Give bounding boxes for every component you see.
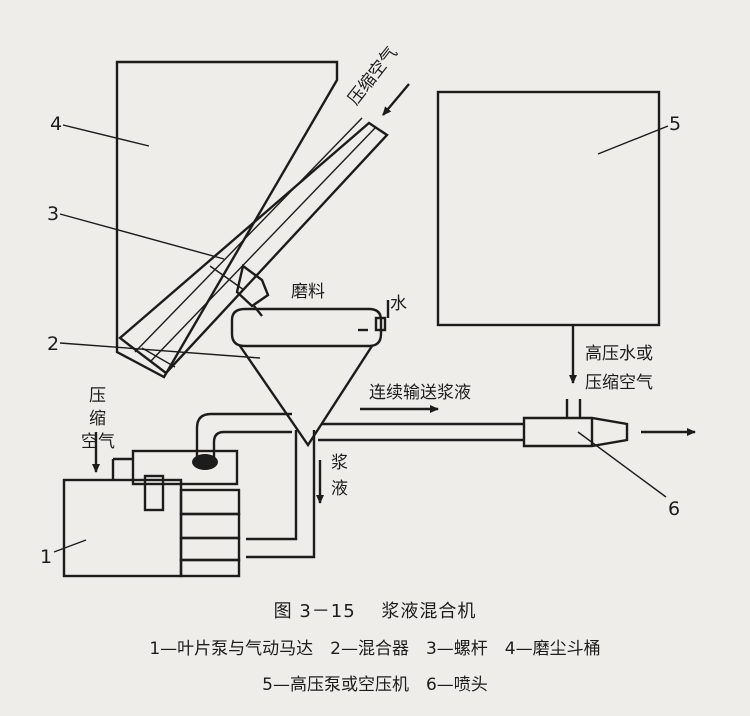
slurry-mixer-diagram: 4 3 2 5 1 6 压缩空气 磨料 水 高压水或 压缩空气 连续输送浆液 压… bbox=[40, 43, 696, 578]
leader-lines bbox=[53, 124, 669, 553]
label-compressed-air-left-1: 压 bbox=[89, 386, 106, 406]
flow-arrows bbox=[92, 83, 696, 504]
label-hp-water-or: 高压水或 bbox=[585, 344, 653, 364]
label-hp-compressed-air: 压缩空气 bbox=[585, 373, 653, 393]
label-compressed-air-top: 压缩空气 bbox=[344, 43, 402, 109]
label-slurry-2: 液 bbox=[331, 479, 348, 499]
part-numbers: 4 3 2 5 1 6 bbox=[40, 113, 681, 568]
vane-pump-and-motor bbox=[62, 449, 241, 578]
part-number-1: 1 bbox=[40, 546, 52, 568]
piping bbox=[192, 412, 524, 559]
figure-caption-legend-line-1: 1—叶片泵与气动马达 2—混合器 3—螺杆 4—磨尘斗桶 bbox=[149, 639, 601, 659]
part-number-3: 3 bbox=[47, 203, 59, 225]
diagram-labels: 压缩空气 磨料 水 高压水或 压缩空气 连续输送浆液 压 缩 空气 浆 液 bbox=[81, 43, 653, 499]
label-abrasive: 磨料 bbox=[291, 282, 325, 302]
part-number-6: 6 bbox=[668, 498, 680, 520]
figure-caption-legend-line-2: 5—高压泵或空压机 6—喷头 bbox=[262, 675, 488, 695]
label-compressed-air-left-2: 缩 bbox=[89, 409, 106, 429]
label-compressed-air-left-3: 空气 bbox=[81, 432, 115, 452]
figure-caption-title: 图 3－15 浆液混合机 bbox=[273, 601, 477, 622]
dust-hopper bbox=[115, 60, 339, 379]
label-continuous-slurry: 连续输送浆液 bbox=[369, 383, 471, 403]
part-number-4: 4 bbox=[50, 113, 62, 135]
part-number-5: 5 bbox=[669, 113, 681, 135]
high-pressure-pump-box bbox=[436, 90, 661, 327]
mixer bbox=[230, 307, 387, 448]
label-slurry-1: 浆 bbox=[331, 453, 348, 473]
label-water: 水 bbox=[390, 294, 407, 314]
nozzle bbox=[522, 399, 629, 448]
screw-conveyor bbox=[118, 117, 389, 375]
part-number-2: 2 bbox=[47, 333, 59, 355]
